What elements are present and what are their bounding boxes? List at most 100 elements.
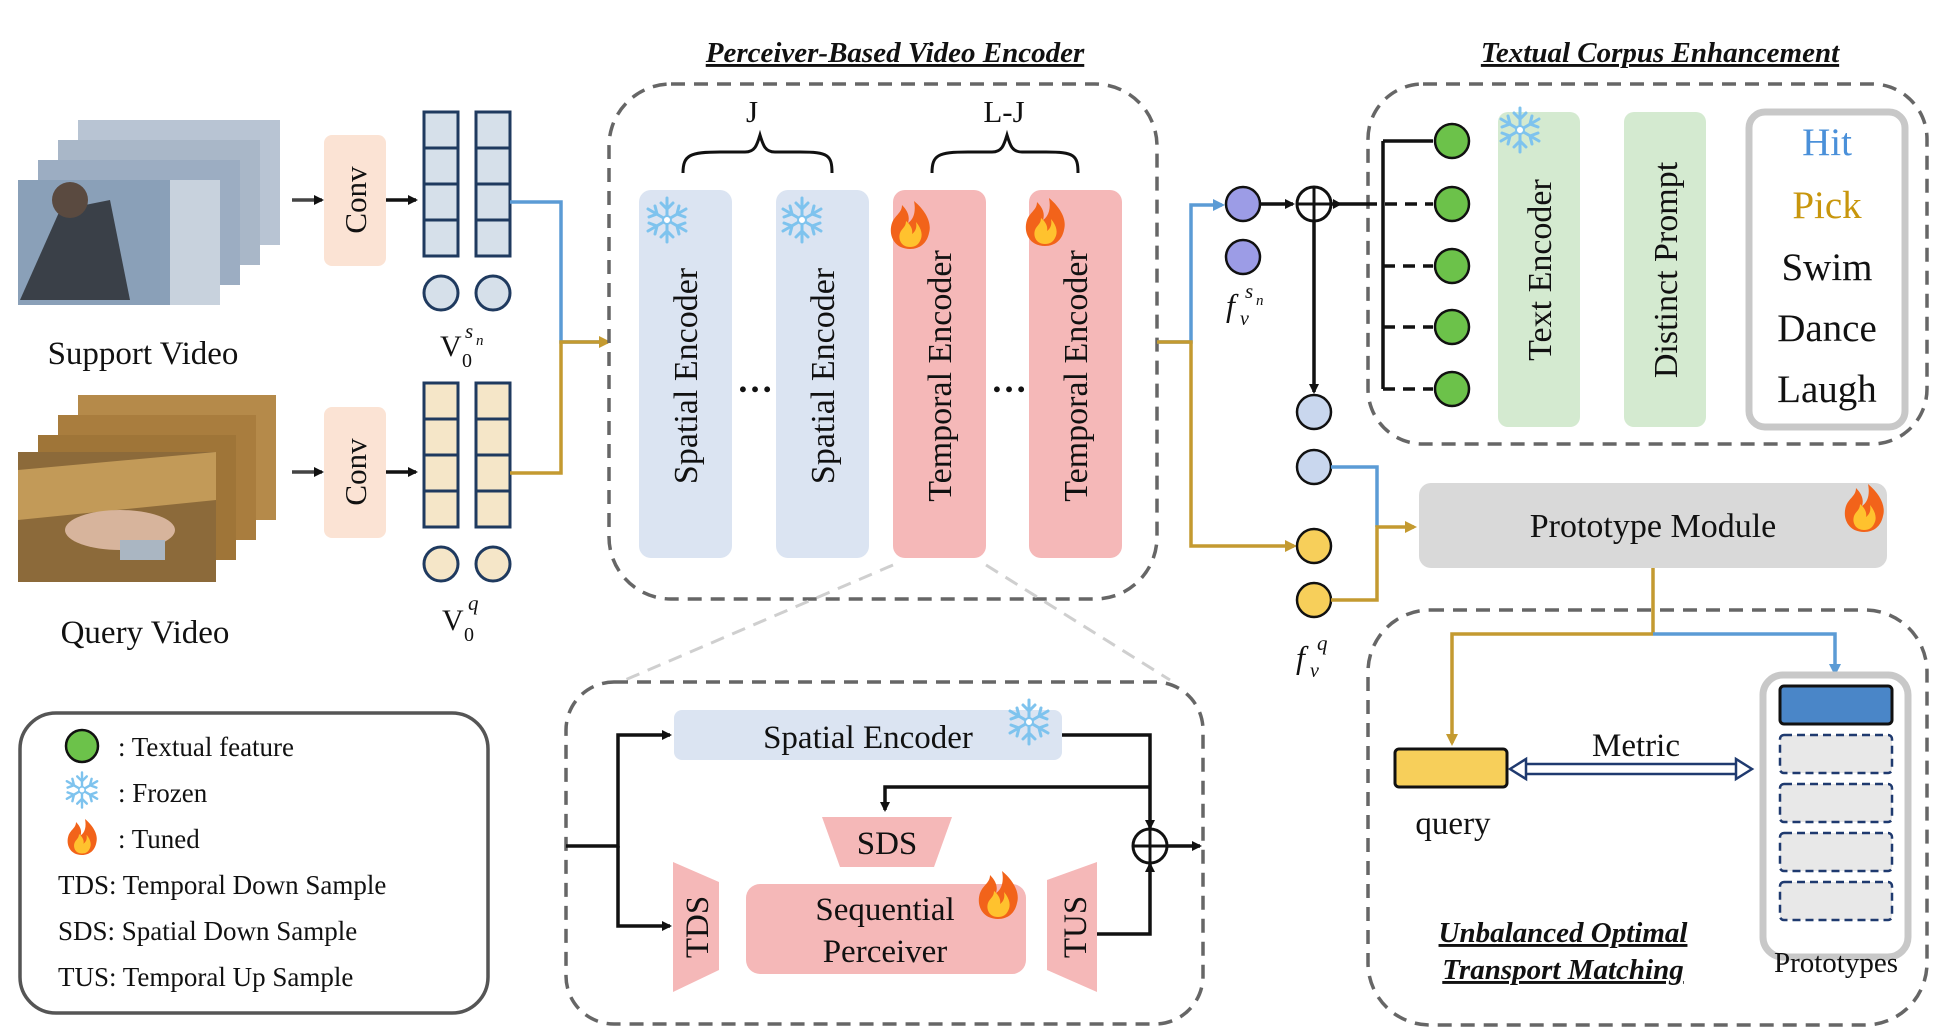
textual-feature-dot: [1433, 247, 1471, 285]
support-to-prototype-line: [1331, 465, 1379, 527]
detail-input-to-spatial-arrow: [566, 730, 672, 848]
class-name-swim: Swim: [1781, 246, 1872, 289]
prototype-vector: [1778, 880, 1894, 922]
prototype-vector: [1778, 684, 1894, 726]
detail-sum-node: [1131, 827, 1169, 865]
prototype-vector: [1778, 782, 1894, 824]
temporal-encoder-1-label: Temporal Encoder: [922, 250, 959, 502]
temporal-encoder-2: [1029, 190, 1122, 558]
temporal-dots: …: [991, 360, 1027, 400]
encoder-to-support-features-line: [1157, 199, 1225, 344]
support-feature-label: f v s n: [1226, 279, 1264, 330]
uot-title-line2: Transport Matching: [1442, 954, 1683, 986]
fire-icon: [67, 819, 97, 855]
support-to-encoder-line: [510, 200, 608, 344]
svg-text:v: v: [1240, 308, 1249, 330]
legend-item-frozen: : Frozen: [118, 778, 208, 808]
support-v0-label: V 0 s n: [440, 319, 484, 372]
svg-text:n: n: [1256, 293, 1264, 309]
sum-to-sds-arrow: [880, 785, 1150, 812]
fire-icon: [978, 871, 1018, 919]
class-name-pick: Pick: [1792, 184, 1862, 227]
corpus-sum-node: [1295, 185, 1333, 223]
support-video-label: Support Video: [48, 336, 239, 372]
textual-feature-dot: [1433, 370, 1471, 408]
text-encoder-label: Text Encoder: [1522, 178, 1559, 360]
legend-item-sds: SDS: Spatial Down Sample: [58, 916, 357, 946]
query-label: query: [1415, 806, 1491, 842]
support-conv-box: [324, 135, 386, 266]
spatial-encoder-1: [639, 190, 732, 558]
class-names-box: [1745, 108, 1909, 431]
query-feature-dot: [1295, 581, 1333, 619]
perceiver-label-line2: Perceiver: [823, 934, 948, 970]
svg-text:V: V: [440, 330, 462, 363]
textual-feature-dot: [1433, 122, 1471, 160]
corpus-box: [1366, 82, 1929, 446]
corpus-to-sum-arrowhead: [1333, 199, 1342, 209]
svg-text:s: s: [1245, 279, 1253, 303]
svg-text:v: v: [1310, 660, 1319, 682]
sequential-perceiver-block: [746, 884, 1026, 974]
corpus-title: Textual Corpus Enhancement: [1481, 37, 1840, 69]
query-video-label: Query Video: [61, 615, 230, 651]
query-video-stack: [18, 395, 276, 582]
prototype-to-prototypes-arrow: [1653, 632, 1841, 676]
query-conv-label: Conv: [338, 438, 373, 506]
sds-block: [822, 817, 952, 867]
svg-text:f: f: [1226, 287, 1239, 323]
support-feature-dot: [1224, 238, 1262, 276]
query-to-prototype-line: [1331, 521, 1417, 602]
prototype-module-box: [1419, 483, 1887, 568]
perceiver-label-line1: Sequential: [815, 892, 954, 928]
tus-label: TUS: [1058, 896, 1094, 958]
enhanced-support-dot: [1295, 448, 1333, 486]
prototype-to-query-arrow: [1446, 632, 1653, 746]
query-to-encoder-line: [510, 336, 611, 475]
spatial-to-sum-arrow: [1062, 733, 1155, 830]
spatial-dots: …: [737, 360, 773, 400]
snowflake-icon: [65, 771, 99, 809]
query-feature-label: f v q: [1296, 631, 1328, 682]
zoom-guide-right: [985, 563, 1171, 682]
svg-text:q: q: [468, 591, 479, 615]
enhanced-support-dot: [1295, 393, 1333, 431]
textual-feature-dot: [1433, 185, 1471, 223]
query-conv-box: [324, 407, 386, 538]
temporal-encoder-2-label: Temporal Encoder: [1058, 250, 1095, 502]
textual-feature-legend-dot: [64, 728, 100, 764]
brace-lj: L-J: [930, 94, 1080, 174]
uot-box: [1366, 608, 1929, 1027]
legend-item-tuned: : Tuned: [118, 824, 200, 854]
tds-block: [673, 862, 719, 992]
zoom-guide-left: [624, 563, 894, 682]
class-name-laugh: Laugh: [1777, 368, 1877, 411]
detail-spatial-encoder-label: Spatial Encoder: [763, 720, 973, 756]
video-encoder-title: Perceiver-Based Video Encoder: [705, 37, 1085, 69]
sds-label: SDS: [857, 826, 918, 862]
distinct-prompt-label: Distinct Prompt: [1648, 161, 1685, 378]
support-conv-label: Conv: [338, 166, 373, 234]
class-name-dance: Dance: [1777, 307, 1877, 350]
support-video-stack: [18, 120, 280, 305]
spatial-encoder-2-label: Spatial Encoder: [805, 267, 842, 484]
svg-text:n: n: [476, 333, 484, 349]
legend-item-tus: TUS: Temporal Up Sample: [58, 962, 353, 992]
query-vector: [1393, 747, 1509, 789]
detail-input-to-tds-arrow: [616, 846, 672, 931]
prototype-vector: [1778, 831, 1894, 873]
distinct-prompt-box: [1624, 112, 1706, 427]
class-name-hit: Hit: [1802, 121, 1852, 164]
svg-text:0: 0: [462, 350, 472, 372]
perceiver-detail-box: [564, 680, 1205, 1026]
svg-text:J: J: [746, 94, 758, 129]
svg-text:L-J: L-J: [983, 94, 1024, 129]
detail-spatial-encoder-box: [674, 710, 1062, 760]
metric-label: Metric: [1592, 728, 1680, 764]
svg-text:0: 0: [464, 624, 474, 646]
textual-feature-dot: [1433, 308, 1471, 346]
svg-text:f: f: [1296, 639, 1309, 675]
tds-label: TDS: [680, 896, 716, 958]
text-encoder-box: [1498, 112, 1580, 427]
